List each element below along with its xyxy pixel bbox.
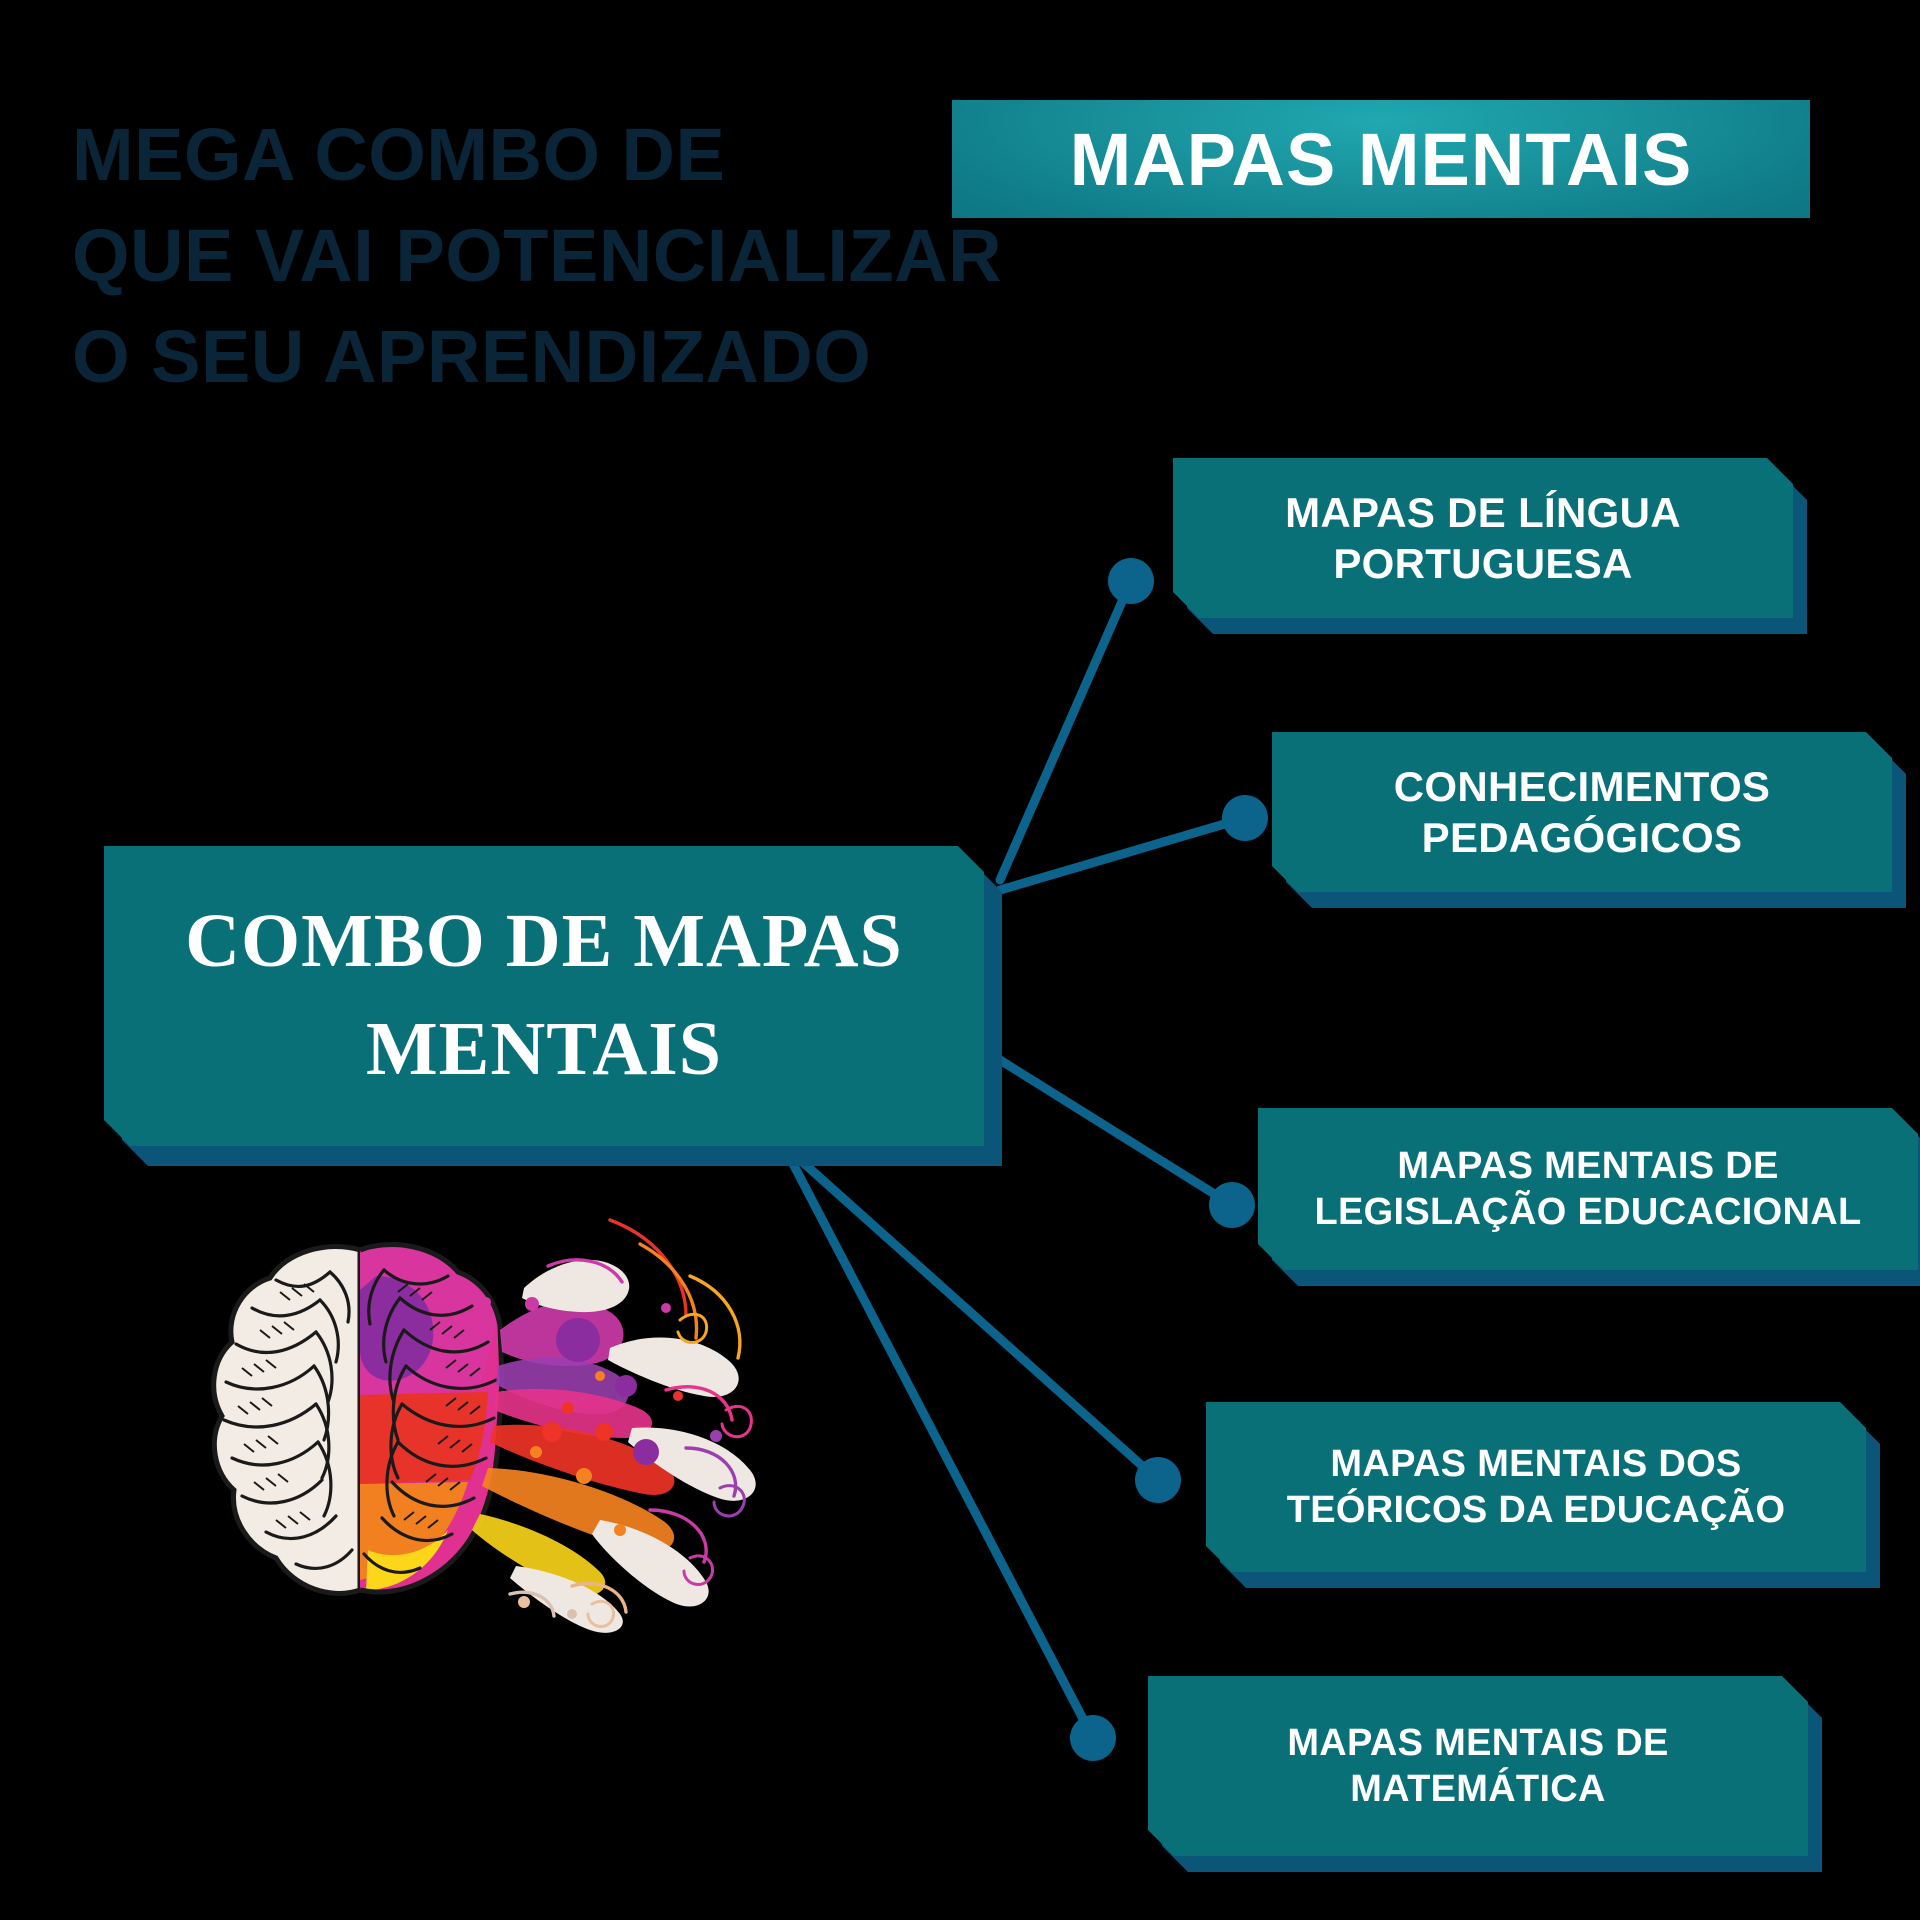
branch-node-lingua-portuguesa[interactable]: MAPAS DE LÍNGUA PORTUGUESA [1173,458,1793,618]
branch-node-matematica[interactable]: MAPAS MENTAIS DE MATEMÁTICA [1148,1676,1808,1856]
branch-node-label: MAPAS MENTAIS DE LEGISLAÇÃO EDUCACIONAL [1314,1144,1862,1233]
branch-node-face: MAPAS MENTAIS DE LEGISLAÇÃO EDUCACIONAL [1258,1108,1918,1270]
brain-paint-splatter [472,1218,756,1633]
headline-highlight-badge: MAPAS MENTAIS [952,100,1810,218]
branch-node-face: MAPAS MENTAIS DOS TEÓRICOS DA EDUCAÇÃO [1206,1402,1866,1572]
connector-dot-4 [1135,1457,1181,1503]
connector-dot-5 [1070,1715,1116,1761]
branch-node-legislacao-educacional[interactable]: MAPAS MENTAIS DE LEGISLAÇÃO EDUCACIONAL [1258,1108,1918,1270]
branch-node-label: CONHECIMENTOS PEDAGÓGICOS [1393,762,1771,861]
connector-dot-1 [1108,558,1154,604]
brain-left-hemisphere [211,1244,363,1596]
connector-line-5 [785,1153,1098,1743]
branch-node-conhecimentos-pedagogicos[interactable]: CONHECIMENTOS PEDAGÓGICOS [1272,732,1892,892]
branch-node-label: MAPAS DE LÍNGUA PORTUGUESA [1285,488,1681,587]
branch-node-label: MAPAS MENTAIS DOS TEÓRICOS DA EDUCAÇÃO [1286,1442,1786,1531]
creative-brain-icon [211,1218,756,1633]
headline-line-2: QUE VAI POTENCIALIZAR [72,214,1003,297]
connector-dot-2 [1222,795,1268,841]
connector-dot-3 [1209,1182,1255,1228]
branch-node-face: MAPAS MENTAIS DE MATEMÁTICA [1148,1676,1808,1856]
connector-line-1 [995,576,1136,885]
central-node-face: COMBO DE MAPAS MENTAIS [104,846,984,1146]
branch-node-teoricos-da-educacao[interactable]: MAPAS MENTAIS DOS TEÓRICOS DA EDUCAÇÃO [1206,1402,1866,1572]
branch-node-face: MAPAS DE LÍNGUA PORTUGUESA [1173,458,1793,618]
connector-line-3 [995,1055,1237,1210]
headline-line-1: MEGA COMBO DE [72,113,726,196]
branch-node-face: CONHECIMENTOS PEDAGÓGICOS [1272,732,1892,892]
branch-node-label: MAPAS MENTAIS DE MATEMÁTICA [1287,1721,1669,1810]
central-node-label: COMBO DE MAPAS MENTAIS [185,899,903,1091]
central-node[interactable]: COMBO DE MAPAS MENTAIS [104,846,984,1146]
headline-highlight-label: MAPAS MENTAIS [1069,117,1693,201]
headline-line-3: O SEU APRENDIZADO [72,315,872,398]
brain-right-hemisphere [359,1242,505,1595]
connector-line-2 [995,813,1250,895]
connector-line-4 [793,1153,1163,1485]
page-title: MEGA COMBO DE QUE VAI POTENCIALIZAR O SE… [72,104,1372,407]
